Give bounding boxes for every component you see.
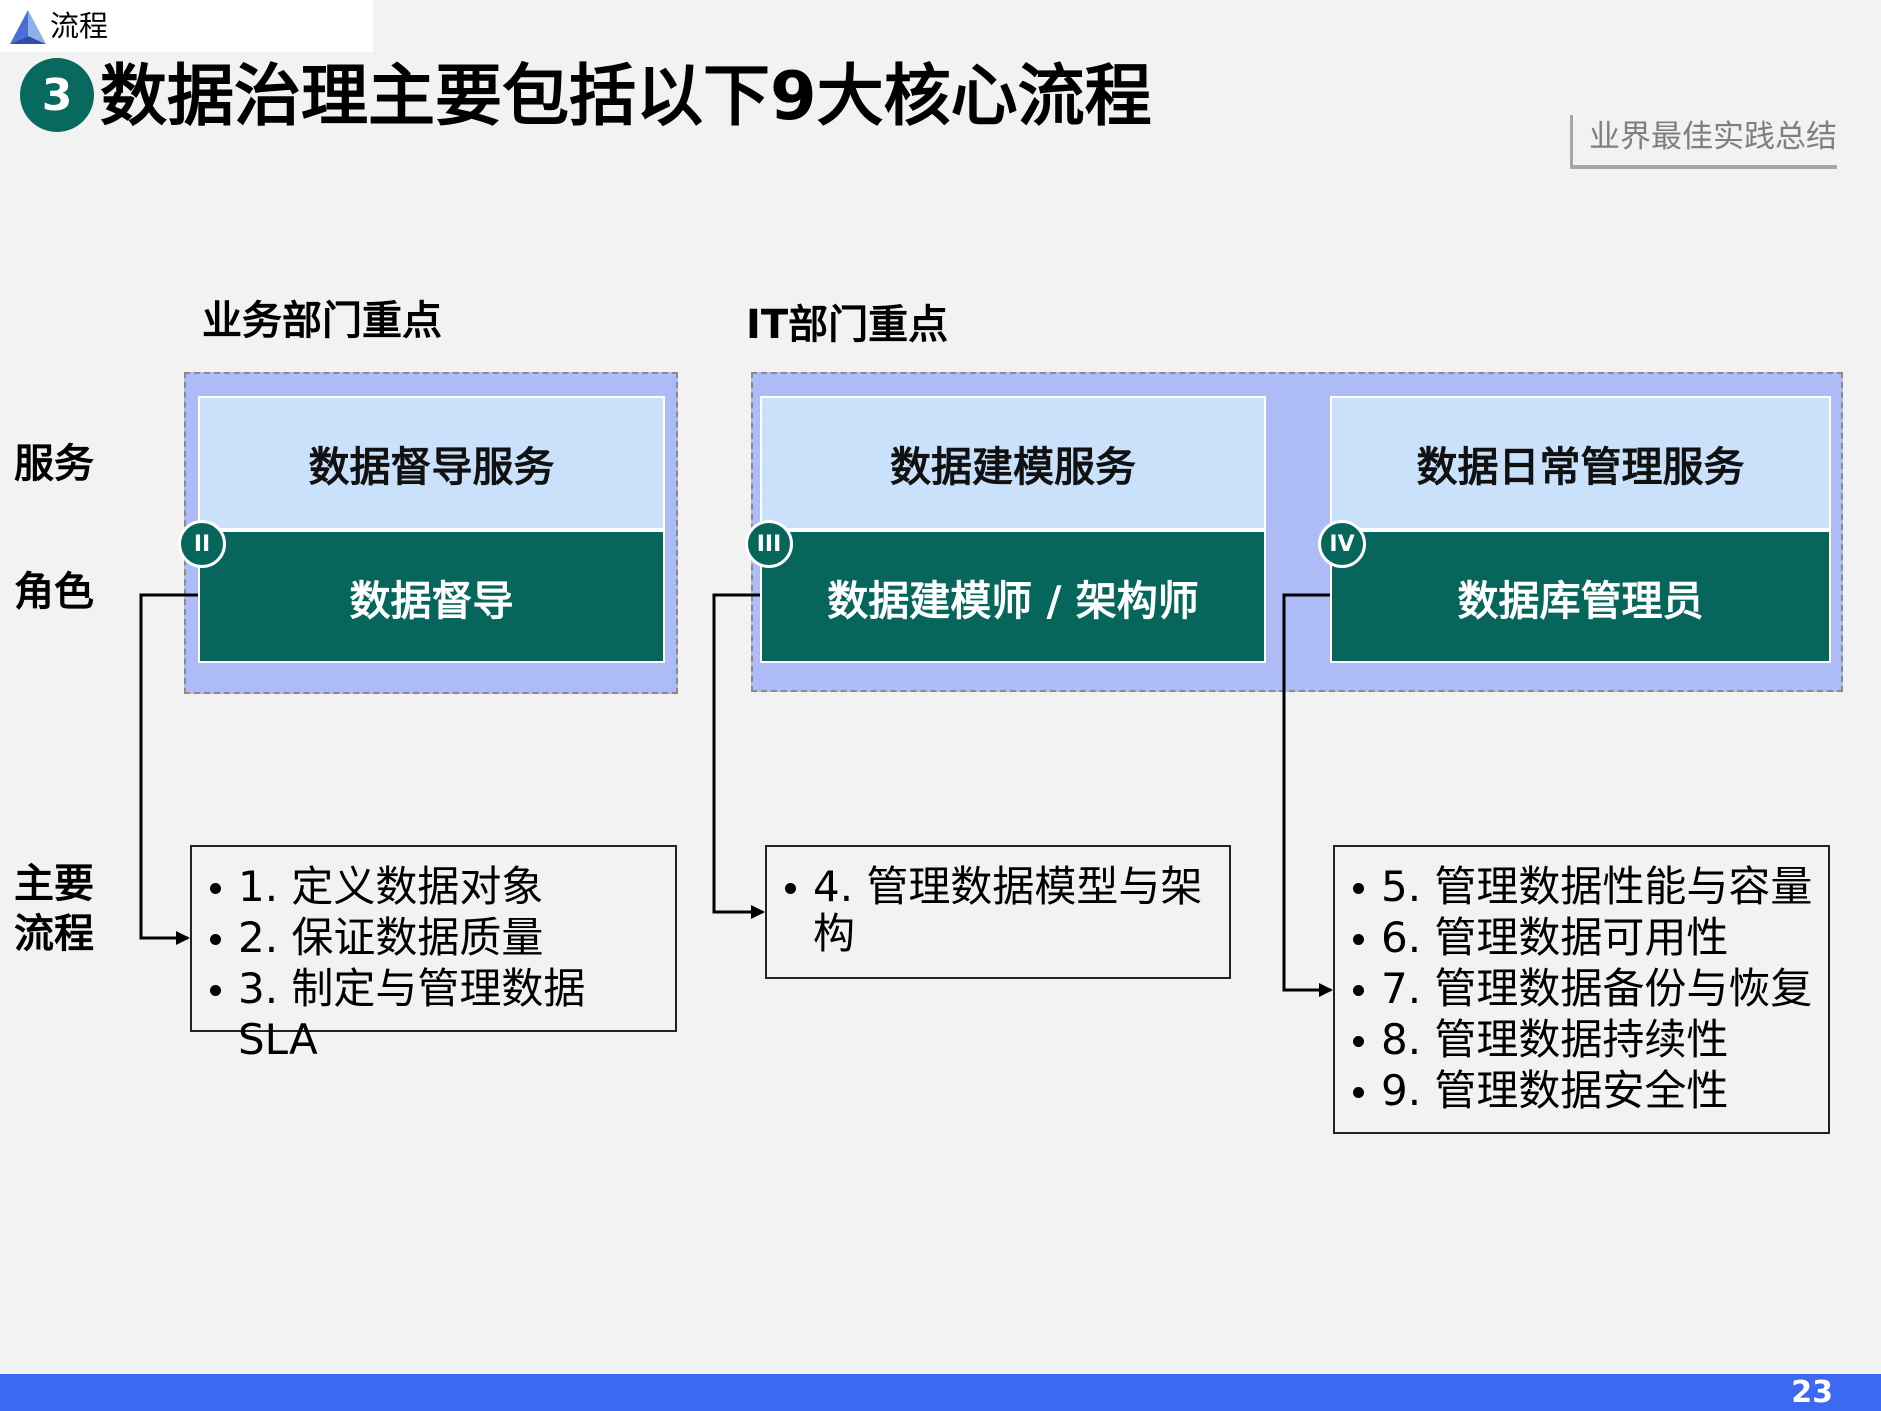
role-box-data-modeler-architect: 数据建模师 / 架构师: [760, 530, 1266, 663]
process-item: 7. 管理数据备份与恢复: [1351, 963, 1814, 1014]
bullet-icon: [1353, 1036, 1364, 1047]
title-number-badge: 3: [20, 58, 94, 132]
numeral-badge-iii: III: [745, 520, 793, 568]
bullet-icon: [210, 985, 221, 996]
bullet-icon: [1353, 883, 1364, 894]
process-item: 8. 管理数据持续性: [1351, 1014, 1814, 1065]
section-tag: 流程: [0, 0, 373, 52]
process-item: 1. 定义数据对象: [208, 861, 661, 912]
footer-bar: 23: [0, 1374, 1881, 1411]
connector-arrow-ii: [139, 593, 198, 945]
process-item: 9. 管理数据安全性: [1351, 1065, 1814, 1116]
row-label-process-line2: 流程: [14, 911, 94, 957]
process-item-continuation: 构: [813, 909, 856, 958]
process-item: 5. 管理数据性能与容量: [1351, 861, 1814, 912]
bullet-icon: [785, 883, 796, 894]
role-box-database-administrator: 数据库管理员: [1330, 530, 1831, 663]
row-label-process-line1: 主要: [14, 861, 94, 907]
best-practice-text: 业界最佳实践总结: [1589, 119, 1837, 155]
logo-icon: [10, 10, 46, 44]
numeral-badge-ii: II: [178, 520, 226, 568]
section-tag-label: 流程: [50, 9, 109, 43]
process-item: 3. 制定与管理数据SLA: [208, 963, 661, 1065]
service-box-data-daily-management: 数据日常管理服务: [1330, 396, 1831, 530]
it-focus-heading: IT部门重点: [746, 302, 949, 348]
process-item: 2. 保证数据质量: [208, 912, 661, 963]
connector-arrow-iv: [1282, 593, 1333, 997]
business-focus-heading: 业务部门重点: [202, 298, 442, 344]
connector-arrow-iii: [712, 593, 765, 919]
role-box-data-steward: 数据督导: [198, 530, 665, 663]
process-box-modeling: 4. 管理数据模型与架 构: [765, 845, 1231, 979]
service-box-data-modeling: 数据建模服务: [760, 396, 1266, 530]
numeral-badge-iv: IV: [1318, 520, 1366, 568]
process-box-stewardship: 1. 定义数据对象 2. 保证数据质量 3. 制定与管理数据SLA: [190, 845, 677, 1064]
page-number: 23: [1791, 1375, 1833, 1410]
page-title: 数据治理主要包括以下9大核心流程: [100, 57, 1152, 135]
row-label-role: 角色: [14, 569, 94, 615]
bullet-icon: [1353, 1087, 1364, 1098]
bullet-icon: [210, 883, 221, 894]
bullet-icon: [1353, 985, 1364, 996]
process-box-daily-management: 5. 管理数据性能与容量 6. 管理数据可用性 7. 管理数据备份与恢复 8. …: [1333, 845, 1830, 1134]
service-box-data-stewardship: 数据督导服务: [198, 396, 665, 530]
process-item: 4. 管理数据模型与架: [783, 861, 1215, 912]
row-label-service: 服务: [14, 441, 94, 487]
bullet-icon: [210, 934, 221, 945]
best-practice-label: 业界最佳实践总结: [1570, 115, 1837, 169]
process-item: 6. 管理数据可用性: [1351, 912, 1814, 963]
bullet-icon: [1353, 934, 1364, 945]
